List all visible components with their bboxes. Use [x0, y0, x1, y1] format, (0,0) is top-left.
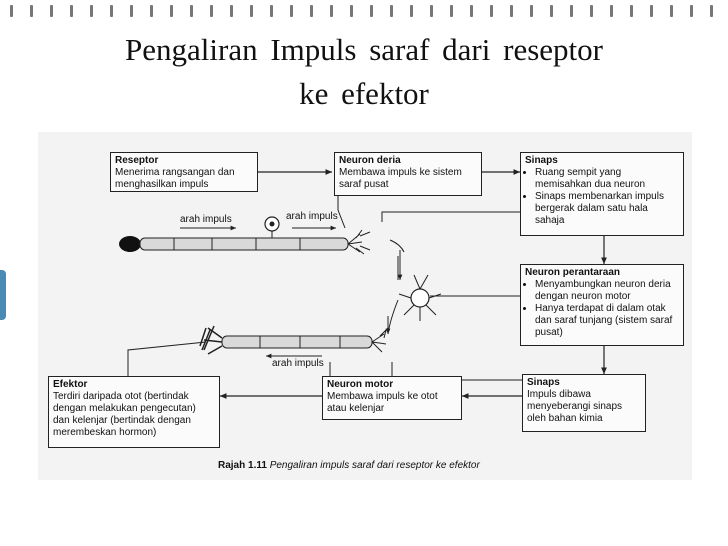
pointer-efektor	[127, 341, 207, 376]
dash-tick	[230, 5, 233, 17]
box-efektor-title: Efektor	[53, 379, 88, 390]
dash-tick	[630, 5, 633, 17]
dash-tick	[390, 5, 393, 17]
dash-tick	[270, 5, 273, 17]
dash-tick	[670, 5, 673, 17]
left-accent-bar	[0, 270, 6, 320]
dash-tick	[490, 5, 493, 17]
dash-tick	[190, 5, 193, 17]
box-reseptor-title: Reseptor	[115, 155, 159, 166]
sinaps-top-bullet: Sinaps membenarkan impuls bergerak dalam…	[535, 191, 679, 227]
motor-neuron-drawing	[199, 325, 389, 355]
dash-tick	[570, 5, 573, 17]
dash-tick	[50, 5, 53, 17]
dash-tick	[70, 5, 73, 17]
box-neuron-motor-text: Membawa impuls ke otot atau kelenjar	[327, 391, 438, 414]
dash-tick	[130, 5, 133, 17]
dash-tick	[30, 5, 33, 17]
label-arah-impuls-3: arah impuls	[272, 358, 324, 369]
title-line-2: ke efektor	[299, 76, 429, 111]
slide-title: Pengaliran Impuls saraf dari reseptor ke…	[20, 28, 708, 116]
relay-neuron-drawing	[383, 239, 442, 339]
sensory-neuron-drawing	[119, 216, 371, 255]
pointer-neuron-deria	[337, 196, 346, 229]
dash-tick	[250, 5, 253, 17]
dash-tick	[110, 5, 113, 17]
dash-tick	[370, 5, 373, 17]
figure-caption: Rajah 1.11 Pengaliran impuls saraf dari …	[218, 460, 638, 471]
dash-tick	[510, 5, 513, 17]
perantaraan-bullet: Menyambungkan neuron deria dengan neuron…	[535, 279, 679, 303]
dash-tick	[550, 5, 553, 17]
box-neuron-perantaraan-title: Neuron perantaraan	[525, 267, 621, 278]
pointer-sinaps-top	[381, 211, 520, 222]
dash-tick	[330, 5, 333, 17]
dash-tick	[410, 5, 413, 17]
dash-tick	[210, 5, 213, 17]
box-efektor: Efektor Terdiri daripada otot (bertindak…	[48, 376, 220, 448]
sinaps-top-bullet: Ruang sempit yang memisahkan dua neuron	[535, 167, 679, 191]
box-sinaps-bottom-text: Impuls dibawa menyeberangi sinaps oleh b…	[527, 389, 623, 424]
top-dash-border	[0, 0, 728, 22]
dash-tick	[430, 5, 433, 17]
dash-tick	[150, 5, 153, 17]
caption-text: Pengaliran impuls saraf dari reseptor ke…	[269, 460, 480, 471]
label-arah-impuls-2: arah impuls	[286, 211, 338, 222]
dash-tick	[690, 5, 693, 17]
box-sinaps-top: Sinaps Ruang sempit yang memisahkan dua …	[520, 152, 684, 236]
dash-tick	[470, 5, 473, 17]
box-neuron-deria: Neuron deria Membawa impuls ke sistem sa…	[334, 152, 482, 196]
box-sinaps-top-title: Sinaps	[525, 155, 558, 166]
dash-tick	[530, 5, 533, 17]
title-line-1: Pengaliran Impuls saraf dari reseptor	[125, 32, 603, 67]
box-neuron-deria-title: Neuron deria	[339, 155, 401, 166]
box-neuron-motor-title: Neuron motor	[327, 379, 394, 390]
dash-tick	[650, 5, 653, 17]
box-reseptor-text: Menerima rangsangan dan menghasilkan imp…	[115, 167, 235, 190]
box-neuron-perantaraan: Neuron perantaraan Menyambungkan neuron …	[520, 264, 684, 346]
dash-tick	[450, 5, 453, 17]
box-sinaps-bottom-title: Sinaps	[527, 377, 560, 388]
dash-tick	[10, 5, 13, 17]
label-arah-impuls-1: arah impuls	[180, 214, 232, 225]
dash-tick	[350, 5, 353, 17]
dash-tick	[310, 5, 313, 17]
box-reseptor: Reseptor Menerima rangsangan dan menghas…	[110, 152, 258, 192]
box-sinaps-bottom: Sinaps Impuls dibawa menyeberangi sinaps…	[522, 374, 646, 432]
box-neuron-deria-text: Membawa impuls ke sistem saraf pusat	[339, 167, 462, 190]
box-efektor-text: Terdiri daripada otot (bertindak dengan …	[53, 391, 196, 438]
dash-tick	[170, 5, 173, 17]
dash-tick	[710, 5, 713, 17]
box-neuron-motor: Neuron motor Membawa impuls ke otot atau…	[322, 376, 462, 420]
dash-tick	[590, 5, 593, 17]
caption-number: Rajah 1.11	[218, 460, 267, 471]
dash-tick	[290, 5, 293, 17]
perantaraan-bullet: Hanya terdapat di dalam otak dan saraf t…	[535, 303, 679, 339]
dash-tick	[90, 5, 93, 17]
dash-tick	[610, 5, 613, 17]
